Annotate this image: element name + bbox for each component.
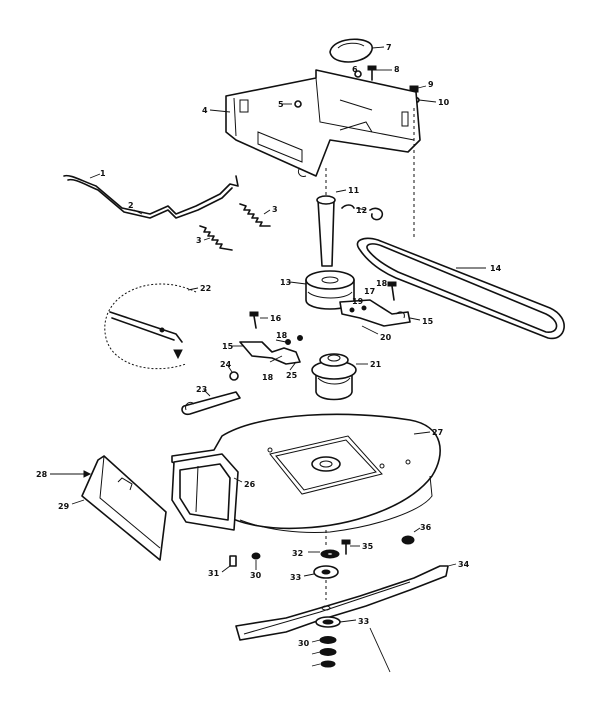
part-21-spindle [311,353,368,401]
label-18b: 18 [276,331,288,340]
label-15a: 15 [422,317,434,326]
part-15-arm [232,341,301,365]
part-25-plate [181,389,241,416]
part-34-blade [235,563,457,641]
label-11: 11 [348,186,360,195]
part-32-washer [308,549,340,559]
label-26: 26 [244,480,256,489]
label-32: 32 [292,549,303,558]
label-7: 7 [386,43,392,52]
label-2: 2 [128,201,134,210]
label-36: 36 [420,523,432,532]
label-10: 10 [438,98,450,107]
part-11-shaft [316,189,347,267]
part-3-spring-b [199,225,233,251]
part-33-adapter [303,565,339,579]
part-36-blade-adapter [401,527,421,545]
label-33b: 33 [358,617,369,626]
label-5: 5 [278,100,284,109]
part-29-deflector [71,455,167,561]
label-18a: 18 [376,279,388,288]
label-20: 20 [380,333,392,342]
part-35-bolt [341,539,360,555]
part-16-bolt [249,311,268,329]
part-8-bolt [354,65,392,81]
part-7-cap [329,38,385,63]
label-34: 34 [458,560,470,569]
label-17: 17 [364,287,375,296]
label-35: 35 [362,542,374,551]
label-14: 14 [490,264,502,273]
label-16: 16 [270,314,282,323]
part-26-chute [171,453,243,531]
part-20-lead [361,325,379,335]
part-28-arrow [50,470,92,478]
label-13: 13 [280,278,291,287]
label-4: 4 [202,106,208,115]
label-19: 19 [352,297,364,306]
label-23: 23 [196,385,207,394]
label-25: 25 [286,371,298,380]
part-1-rod [63,173,239,219]
label-8a: 6 [352,65,358,74]
label-18c: 18 [262,373,274,382]
axis-lines [325,108,415,600]
part-33-lower-washer [315,616,357,628]
label-28: 28 [36,470,48,479]
label-30b: 30 [298,639,310,648]
part-14-belt [356,237,565,340]
part-31-bolt [221,555,237,573]
label-3b: 3 [196,236,202,245]
label-3a: 3 [272,205,278,214]
label-1: 1 [100,169,106,178]
label-12: 12 [356,206,367,215]
part-18-19-pins [269,335,303,371]
part-22-detail-view [104,283,199,370]
label-9: 9 [428,80,434,89]
label-31: 31 [208,569,220,578]
part-18-bolt [387,281,397,301]
part-24-nut [227,365,239,381]
label-21: 21 [370,360,382,369]
part-30-washer [251,552,261,570]
part-17-19-bracket [339,299,421,327]
part-4-bracket [209,69,421,177]
label-33a: 33 [290,573,301,582]
label-22: 22 [200,284,211,293]
label-30a: 30 [250,571,262,580]
part-labels: 7 6 8 9 10 4 5 1 2 3 3 11 12 13 14 22 18… [36,43,502,648]
label-15b: 15 [222,342,234,351]
label-24: 24 [220,360,232,369]
part-2-rod-label-lead [133,209,143,215]
part-27-deck [171,413,441,533]
label-8: 8 [394,65,400,74]
label-29: 29 [58,502,70,511]
assembly-leader-line [369,627,391,673]
label-27: 27 [432,428,443,437]
part-12-clip [341,204,384,221]
part-3-spring-a [239,203,271,227]
parts-bottom-stack [311,636,337,668]
